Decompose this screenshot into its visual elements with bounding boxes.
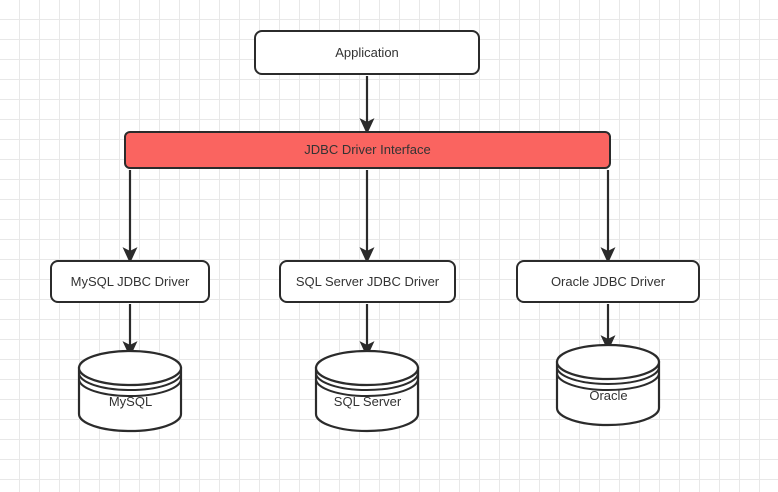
node-sqlserver-database[interactable]: SQL Server bbox=[315, 390, 420, 412]
node-application[interactable]: Application bbox=[254, 30, 480, 75]
node-oracle-database-label: Oracle bbox=[589, 387, 628, 403]
node-application-label: Application bbox=[335, 44, 399, 60]
node-jdbc-driver-interface[interactable]: JDBC Driver Interface bbox=[124, 131, 611, 169]
node-oracle-jdbc-driver-label: Oracle JDBC Driver bbox=[550, 273, 666, 289]
node-sqlserver-jdbc-driver-label: SQL Server JDBC Driver bbox=[295, 273, 440, 289]
node-oracle-jdbc-driver[interactable]: Oracle JDBC Driver bbox=[516, 260, 700, 303]
cylinder-mysql bbox=[77, 349, 183, 433]
node-mysql-database[interactable]: MySQL bbox=[78, 390, 183, 412]
node-sqlserver-database-label: SQL Server bbox=[333, 393, 402, 409]
node-jdbc-driver-interface-label: JDBC Driver Interface bbox=[304, 142, 431, 158]
node-mysql-jdbc-driver[interactable]: MySQL JDBC Driver bbox=[50, 260, 210, 303]
node-oracle-database[interactable]: Oracle bbox=[556, 384, 661, 406]
cylinder-oracle bbox=[555, 343, 661, 427]
node-sqlserver-jdbc-driver[interactable]: SQL Server JDBC Driver bbox=[279, 260, 456, 303]
node-mysql-jdbc-driver-label: MySQL JDBC Driver bbox=[70, 273, 190, 289]
cylinder-sqlserver bbox=[314, 349, 420, 433]
node-mysql-database-label: MySQL bbox=[108, 393, 153, 409]
